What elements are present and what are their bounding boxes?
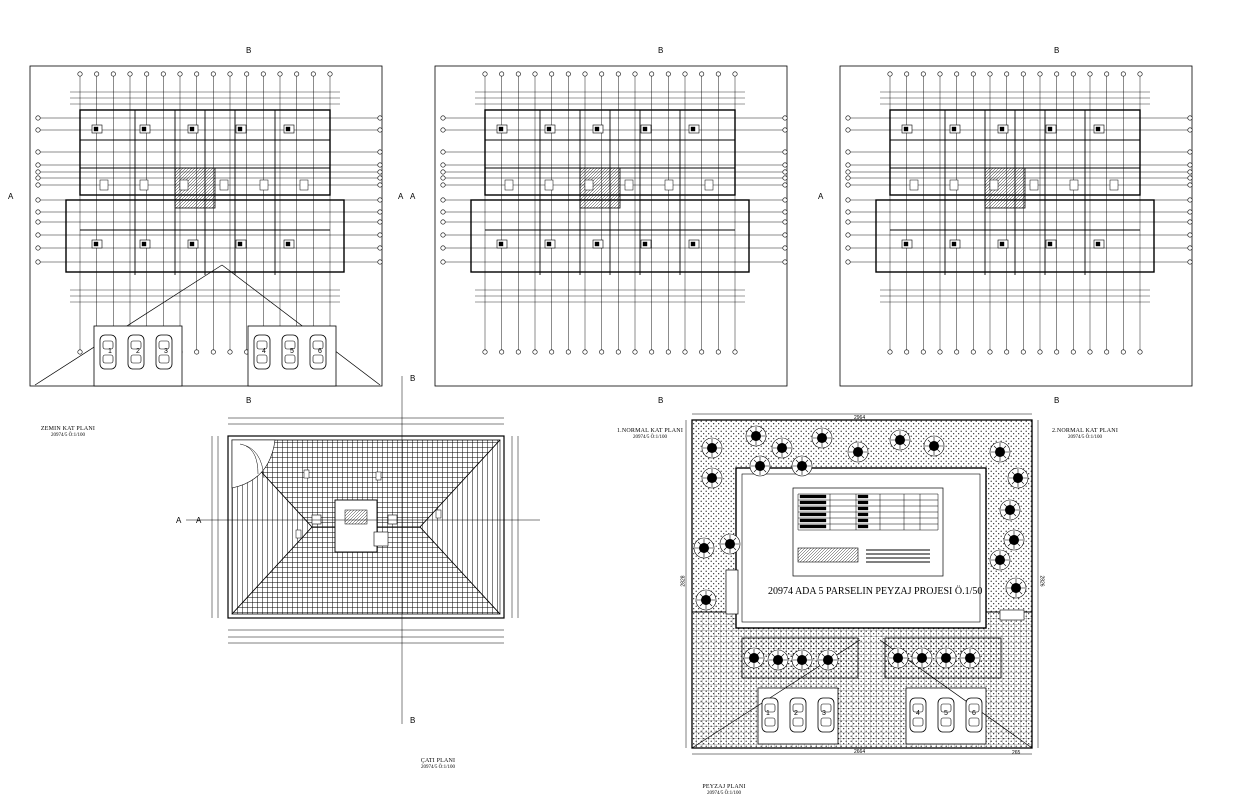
dim-top: 2964 — [854, 415, 866, 421]
parking-number: 3 — [822, 710, 826, 717]
parking-number: 5 — [944, 710, 948, 717]
section-mark-b: B — [658, 46, 664, 55]
section-mark-b: B — [1054, 46, 1060, 55]
floor-plan — [29, 65, 383, 387]
section-mark-b: B — [658, 396, 664, 405]
dim-left: 2828 — [680, 575, 687, 587]
dim-corner: 265 — [1012, 750, 1021, 756]
parking-number: 6 — [972, 710, 976, 717]
dim-bottom: 2664 — [854, 749, 866, 755]
parking-number: 6 — [318, 348, 322, 355]
schedule-table — [797, 493, 939, 563]
section-mark-a: A — [818, 192, 824, 201]
section-mark-b: B — [410, 374, 416, 383]
parking-number: 2 — [136, 348, 140, 355]
floor-plan — [839, 65, 1193, 387]
floor-plans — [29, 65, 1193, 387]
roof-plan — [186, 376, 540, 724]
parking-number: 4 — [916, 710, 920, 717]
section-mark-b: B — [246, 396, 252, 405]
dim-right: 2826 — [1038, 575, 1045, 587]
section-mark-a: A — [196, 516, 202, 525]
section-mark-b: B — [246, 46, 252, 55]
floor-plan — [434, 65, 788, 387]
parking-number: 2 — [794, 710, 798, 717]
parking-number: 3 — [164, 348, 168, 355]
section-mark-b: B — [410, 716, 416, 725]
parking-number: 1 — [766, 710, 770, 717]
section-mark-b: B — [1054, 396, 1060, 405]
parking-number: 1 — [108, 348, 112, 355]
section-mark-a: A — [8, 192, 14, 201]
section-mark-a: A — [176, 516, 182, 525]
parking-number: 5 — [290, 348, 294, 355]
section-mark-a: A — [398, 192, 404, 201]
landscape-title: 20974 ADA 5 PARSELIN PEYZAJ PROJESI Ö.1/… — [768, 586, 983, 597]
parking-number: 4 — [262, 348, 266, 355]
landscape-plan — [685, 413, 1039, 755]
section-mark-a: A — [410, 192, 416, 201]
